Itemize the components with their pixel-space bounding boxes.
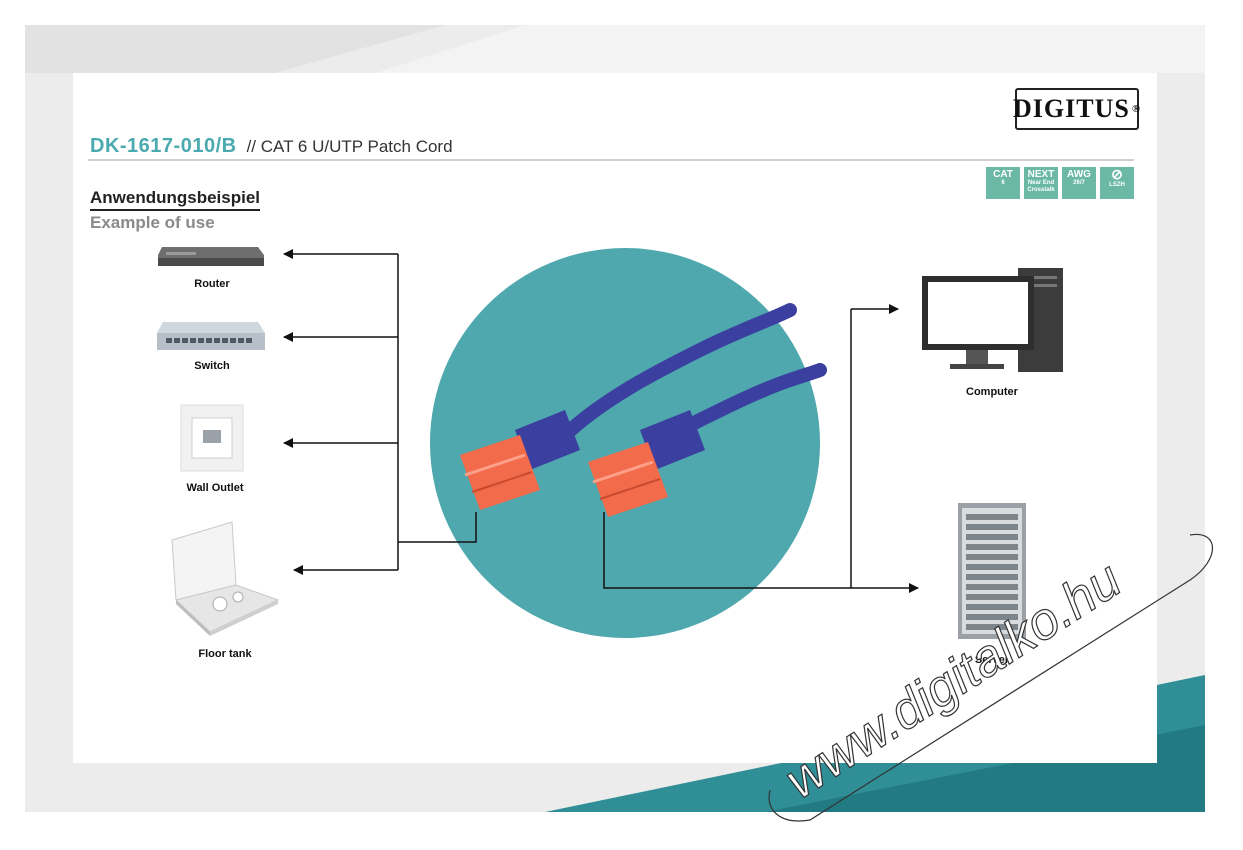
section-title-en: Example of use [90, 213, 215, 232]
cable-background-circle [430, 248, 820, 638]
wall-outlet-image [180, 404, 244, 472]
floor-tank-label: Floor tank [198, 648, 252, 660]
router-label: Router [194, 278, 230, 290]
title-row: DK-1617-010/B // CAT 6 U/UTP Patch Cord [90, 135, 453, 158]
patch-cable-right [588, 363, 827, 517]
left-connection-lines [283, 249, 477, 575]
switch-label: Switch [194, 360, 230, 372]
server-label: Server [974, 654, 1010, 666]
router-image [158, 247, 264, 266]
digitus-logo: DIGITUS® [1013, 88, 1140, 130]
computer-image [922, 268, 1063, 372]
model-number: DK-1617-010/B [90, 135, 237, 157]
lszh-badge: ⊘LSZH [1100, 167, 1134, 199]
title-divider [88, 159, 1134, 161]
switch-image [157, 322, 265, 350]
section-title-de: Anwendungsbeispiel [90, 188, 261, 211]
computer-label: Computer [966, 386, 1018, 398]
server-image [958, 503, 1026, 639]
product-subtitle: // CAT 6 U/UTP Patch Cord [246, 137, 453, 156]
patch-cable-left [460, 303, 797, 510]
wall-outlet-label: Wall Outlet [186, 482, 244, 494]
no-halogen-icon: ⊘ [1111, 166, 1123, 182]
floor-tank-image [171, 521, 280, 636]
